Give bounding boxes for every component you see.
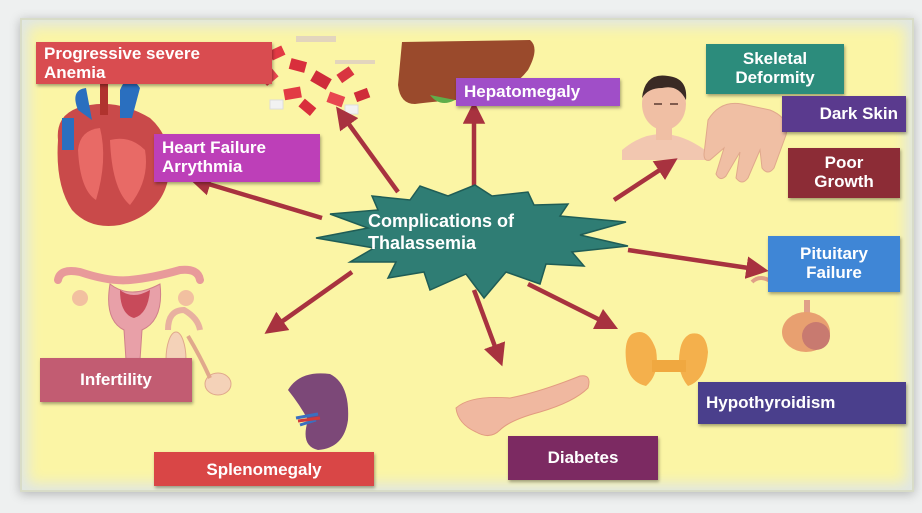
hypothyroidism-label-text: Hypothyroidism bbox=[706, 393, 898, 412]
skeletal-label-line1: Skeletal bbox=[714, 49, 836, 68]
skeletal-label: Skeletal Deformity bbox=[706, 44, 844, 94]
arrow-to-anemia bbox=[340, 112, 398, 192]
pituitary-label-line1: Pituitary bbox=[776, 244, 892, 263]
diabetes-label: Diabetes bbox=[508, 436, 658, 480]
pituitary-label: Pituitary Failure bbox=[768, 236, 900, 292]
dark-skin-label: Dark Skin bbox=[782, 96, 906, 132]
poor-growth-label-line2: Growth bbox=[796, 172, 892, 191]
infertility-label-text: Infertility bbox=[48, 370, 184, 389]
anemia-label-line2: Anemia bbox=[44, 63, 264, 82]
hypothyroidism-label: Hypothyroidism bbox=[698, 382, 906, 424]
heart-label: Heart Failure Arrythmia bbox=[154, 134, 320, 182]
diabetes-label-text: Diabetes bbox=[516, 448, 650, 467]
poor-growth-label: Poor Growth bbox=[788, 148, 900, 198]
skeletal-label-line2: Deformity bbox=[714, 68, 836, 87]
hub-title-line2: Thalassemia bbox=[368, 232, 588, 254]
anemia-label: Progressive severe Anemia bbox=[36, 42, 272, 84]
hub-title-line1: Complications of bbox=[368, 210, 588, 232]
arrow-to-skeletal bbox=[614, 162, 672, 200]
hepatomegaly-label-text: Hepatomegaly bbox=[464, 82, 612, 101]
hub-title: Complications of Thalassemia bbox=[368, 210, 588, 254]
heart-label-line1: Heart Failure bbox=[162, 138, 312, 157]
arrow-to-infertility bbox=[270, 272, 352, 330]
poor-growth-label-line1: Poor bbox=[796, 153, 892, 172]
splenomegaly-label-text: Splenomegaly bbox=[162, 460, 366, 479]
arrow-to-pituitary bbox=[628, 250, 762, 270]
hepatomegaly-label: Hepatomegaly bbox=[456, 78, 620, 106]
anemia-label-line1: Progressive severe bbox=[44, 44, 264, 63]
pituitary-label-line2: Failure bbox=[776, 263, 892, 282]
arrow-to-thyroid bbox=[528, 284, 612, 326]
heart-label-line2: Arrythmia bbox=[162, 157, 312, 176]
arrow-to-heart bbox=[195, 180, 322, 218]
dark-skin-label-text: Dark Skin bbox=[790, 104, 898, 123]
infertility-label: Infertility bbox=[40, 358, 192, 402]
splenomegaly-label: Splenomegaly bbox=[154, 452, 374, 486]
arrow-to-diabetes bbox=[474, 290, 500, 360]
